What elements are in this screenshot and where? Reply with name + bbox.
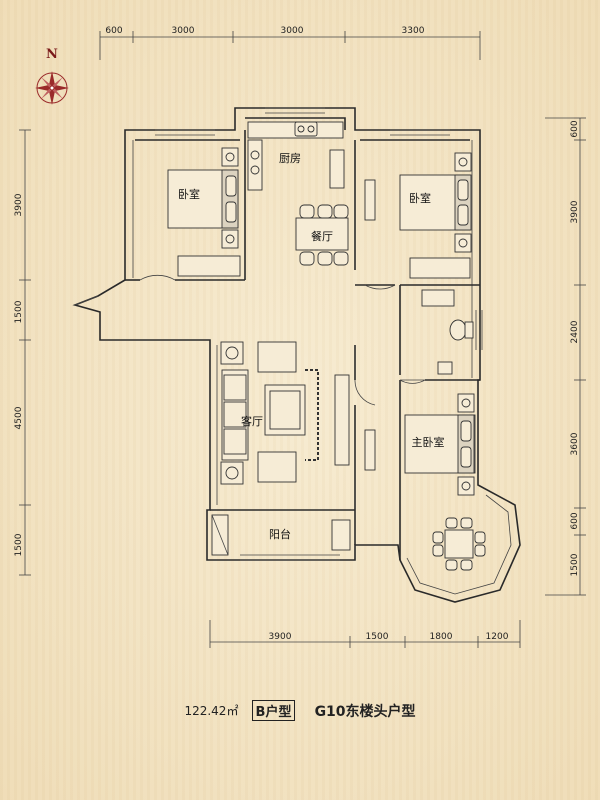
dim-bottom-3: 1800 [430,632,453,642]
dim-top-3: 3000 [281,26,304,36]
unit-area: 122.42㎡ [184,704,239,718]
windows [155,107,483,561]
dining-table [295,204,349,266]
room-label-living: 客厅 [241,414,263,428]
dim-right-5: 600 [570,512,580,529]
bedroom-right-bed [364,152,472,279]
bay-table-set [432,517,486,571]
dim-left-2: 1500 [14,300,24,323]
dim-right-3: 2400 [570,320,580,343]
dim-right-1: 600 [570,120,580,137]
compass-north-label: N [46,47,58,62]
room-label-bedroom-right: 卧室 [409,191,431,205]
dim-bottom-4: 1200 [486,632,509,642]
room-label-kitchen: 厨房 [279,152,301,165]
master-bed [364,393,476,496]
door-swings [74,274,426,406]
living-room-furniture [220,341,350,485]
compass-rose-icon [35,71,69,105]
bathroom-fixtures [421,289,474,375]
dim-bottom-1: 3900 [269,632,292,642]
dimension-line-top [99,31,481,60]
dim-right-6: 1500 [570,553,580,576]
dim-left-4: 1500 [14,533,24,556]
dim-top-1: 600 [105,26,122,36]
interior-walls [125,130,480,560]
dimension-line-right [545,117,586,596]
building-label: G10东楼头户型 [314,703,416,720]
dim-right-4: 3600 [570,432,580,455]
unit-type-badge: B户型 [251,700,296,721]
plan-caption: 122.42㎡ B户型 G10东楼头户型 [0,700,600,721]
balcony-fixtures [211,514,351,556]
dim-top-4: 3300 [402,26,425,36]
room-label-dining: 餐厅 [311,229,333,243]
room-label-master-bedroom: 主卧室 [412,435,445,449]
dim-top-2: 3000 [172,26,195,36]
room-label-bedroom-left: 卧室 [178,187,200,201]
room-label-balcony: 阳台 [269,527,291,541]
dimension-line-left [19,129,31,576]
dim-right-2: 3900 [570,200,580,223]
dim-left-1: 3900 [14,193,24,216]
kitchen-fixtures [247,121,345,191]
dim-bottom-2: 1500 [366,632,389,642]
bedroom-left-bed [167,147,241,277]
dimension-line-bottom [209,620,521,648]
dim-left-3: 4500 [14,406,24,429]
